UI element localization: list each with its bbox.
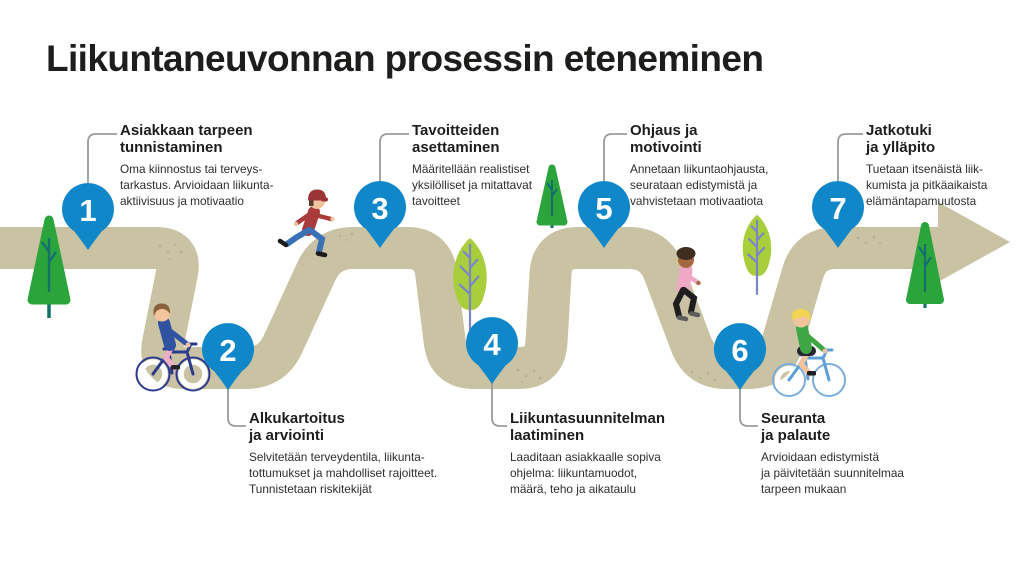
walker-figure (672, 247, 701, 322)
step-1-text: Asiakkaan tarpeen tunnistaminen Oma kiin… (120, 122, 350, 210)
step-5-text: Ohjaus ja motivointi Annetaan liikuntaoh… (630, 122, 860, 210)
pin-marker-7: 7 (812, 181, 864, 249)
pin-number: 1 (79, 193, 96, 228)
step-description: Tuetaan itsenäistä liik- kumista ja pitk… (866, 162, 988, 209)
pin-marker-4: 4 (466, 317, 518, 384)
runner-figure (277, 189, 335, 258)
pin-marker-1: 1 (62, 183, 114, 251)
pin-marker-6: 6 (714, 323, 766, 390)
page-title: Liikuntaneuvonnan prosessin eteneminen (46, 38, 764, 79)
connector-line (739, 388, 758, 427)
step-title: Seuranta ja palaute (761, 410, 831, 444)
step-description: Selvitetään terveydentila, liikunta- tot… (249, 450, 438, 497)
process-arrow (938, 202, 1010, 282)
step-description: Laaditaan asiakkaalle sopiva ohjelma: li… (510, 450, 661, 497)
pin-number: 7 (829, 191, 846, 226)
step-title: Alkukartoitus ja arviointi (249, 410, 345, 444)
pin-marker-5: 5 (578, 181, 630, 249)
step-title: Asiakkaan tarpeen tunnistaminen (120, 122, 253, 156)
connector-line (227, 388, 246, 427)
pin-number: 3 (371, 191, 388, 226)
leaf-tree-icon (453, 238, 487, 332)
pin-marker-3: 3 (354, 181, 406, 249)
step-title: Ohjaus ja motivointi (630, 122, 702, 156)
leaf-tree-icon (742, 214, 772, 295)
step-6-text: Seuranta ja palaute Arvioidaan edistymis… (761, 410, 991, 498)
cyclist-figure (772, 308, 846, 397)
connector-line (491, 382, 507, 427)
connector-line (87, 133, 117, 186)
step-title: Tavoitteiden asettaminen (412, 122, 500, 156)
step-title: Jatkotuki ja ylläpito (866, 122, 936, 156)
connector-line (379, 133, 409, 184)
step-2-text: Alkukartoitus ja arviointi Selvitetään t… (249, 410, 479, 498)
step-3-text: Tavoitteiden asettaminen Määritellään re… (412, 122, 642, 210)
pine-tree-icon (906, 222, 944, 308)
connector-line (603, 133, 627, 184)
step-title: Liikuntasuunnitelman laatiminen (510, 410, 666, 444)
step-7-text: Jatkotuki ja ylläpito Tuetaan itsenäistä… (866, 122, 1024, 210)
pin-number: 4 (483, 327, 501, 362)
step-description: Annetaan liikuntaohjausta, seurataan edi… (630, 162, 769, 209)
connector-lines (87, 133, 863, 427)
step-4-text: Liikuntasuunnitelman laatiminen Laaditaa… (510, 410, 740, 498)
step-description: Määritellään realistiset yksilölliset ja… (412, 162, 532, 209)
cyclist-figure (135, 303, 211, 392)
connector-line (837, 133, 863, 184)
pin-number: 6 (731, 333, 748, 368)
pin-number: 2 (219, 333, 236, 368)
pin-marker-2: 2 (202, 323, 254, 390)
step-description: Arvioidaan edistymistä ja päivitetään su… (761, 450, 904, 497)
pin-number: 5 (595, 191, 612, 226)
pine-tree-icon (536, 164, 568, 228)
pine-tree-icon (27, 215, 71, 318)
road-texture-dots (158, 232, 882, 383)
step-description: Oma kiinnostus tai terveys- tarkastus. A… (120, 162, 274, 209)
